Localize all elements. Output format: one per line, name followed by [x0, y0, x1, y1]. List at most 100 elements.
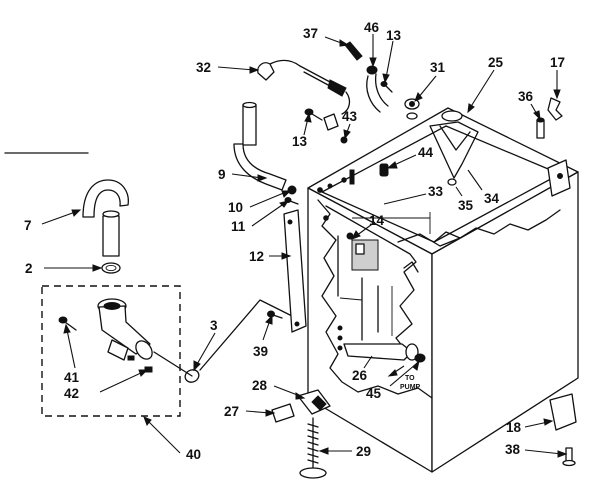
clamp-46	[366, 65, 378, 75]
callout-37: 37	[303, 26, 318, 41]
wire-harness-32	[257, 59, 351, 115]
callout-42: 42	[64, 386, 79, 401]
front-hole-3	[337, 345, 343, 351]
elbow-outlet	[135, 340, 153, 360]
hose-bend	[82, 179, 129, 218]
screw-37-body	[344, 41, 363, 61]
callout-38: 38	[505, 442, 521, 457]
clamp-45	[414, 353, 426, 363]
screw-13-left-shank	[311, 113, 323, 121]
callout-43: 43	[342, 109, 358, 124]
elbow-bracket	[107, 339, 129, 361]
kit-40-box	[41, 285, 181, 417]
harness-wire-1	[269, 59, 301, 67]
screw-39	[267, 310, 283, 319]
screw-38	[562, 447, 576, 467]
hose-9-bend	[233, 143, 287, 191]
callout-17: 17	[550, 55, 565, 70]
panel-12-hole1	[287, 219, 293, 225]
part-44	[379, 163, 389, 177]
harness-wire-3	[303, 71, 331, 87]
harness-loop	[341, 91, 351, 115]
callouts: 7 2 3 41 42 40 9 10 11 12 39 32 37 46 13…	[24, 20, 565, 462]
callout-13-left: 13	[292, 134, 308, 149]
screw-39-shank	[272, 314, 283, 319]
clamp-10	[287, 185, 297, 195]
callout-25: 25	[488, 55, 504, 70]
hose-26	[343, 343, 426, 363]
callout-3: 3	[210, 318, 218, 333]
callout-31: 31	[430, 60, 446, 75]
hose-9-upper	[242, 104, 257, 146]
front-hole-top	[323, 215, 329, 221]
leg-29	[299, 417, 327, 479]
hose-46-tube	[366, 75, 381, 113]
harness-plug	[257, 62, 275, 81]
callout-28: 28	[252, 378, 268, 393]
callout-32: 32	[196, 60, 211, 75]
screw-39-head	[267, 310, 275, 318]
clamp-2-inner	[105, 264, 117, 272]
screw-11-shank	[289, 200, 299, 205]
elbow-tab	[127, 355, 135, 361]
panel-12-hole2	[294, 321, 300, 327]
front-cutaway-inner	[325, 205, 417, 357]
hose-26-end	[405, 343, 419, 361]
callout-35: 35	[458, 198, 474, 213]
corner-bolt-left	[317, 187, 323, 193]
panel-12-body	[283, 209, 307, 333]
hose-tube-top	[102, 210, 120, 218]
screw-41-shank	[64, 321, 77, 331]
callout-29: 29	[356, 444, 371, 459]
callout-26: 26	[352, 368, 368, 383]
fitting-43-nub	[340, 136, 348, 144]
screw-13-top-head	[380, 81, 388, 87]
callout-7: 7	[24, 218, 32, 233]
elbow-top-hole	[103, 302, 121, 310]
side-cutaway-top	[433, 209, 561, 243]
side-cutaway-lip	[397, 233, 461, 247]
callout-27: 27	[224, 404, 239, 419]
leg-29-foot	[299, 467, 327, 479]
callout-36: 36	[518, 89, 534, 104]
hose-46	[366, 65, 389, 113]
callout-18: 18	[506, 420, 522, 435]
part-18	[549, 393, 577, 431]
cabinet	[307, 107, 579, 473]
hose-tube	[102, 215, 120, 257]
valve-31	[404, 98, 420, 120]
harness-wire-2	[299, 65, 331, 83]
callout-9: 9	[218, 167, 226, 182]
hose-connector-line	[153, 351, 193, 377]
fitting-43-body	[323, 113, 339, 131]
tub-support-bracket	[429, 121, 479, 179]
leader-lines	[41, 34, 568, 458]
hose-path-line	[199, 299, 293, 371]
outlet-elbow	[97, 298, 153, 361]
side-cutaway-notch	[403, 261, 419, 273]
leg-bracket-28	[297, 389, 331, 415]
screw-13-top	[380, 81, 393, 93]
harness-connector	[327, 79, 347, 97]
corner-bolt-right	[557, 173, 563, 179]
screw-41	[58, 316, 77, 331]
hose-9-top	[242, 101, 257, 109]
part-36-body	[536, 119, 545, 139]
callout-39: 39	[253, 344, 268, 359]
valve-31-center	[409, 101, 415, 107]
callout-46: 46	[364, 20, 380, 35]
callout-40: 40	[186, 447, 201, 462]
tub-support-hub	[441, 110, 463, 122]
cabinet-side	[431, 171, 579, 473]
callout-13-top: 13	[386, 28, 402, 43]
callout-44: 44	[418, 145, 434, 160]
valve-31-lower	[406, 112, 418, 120]
part-17	[547, 97, 563, 121]
callout-11: 11	[231, 219, 246, 234]
note-to: TO	[405, 375, 415, 382]
corner-bolt-left3	[341, 177, 347, 183]
clamp-2	[101, 262, 121, 274]
part-27	[271, 403, 295, 423]
